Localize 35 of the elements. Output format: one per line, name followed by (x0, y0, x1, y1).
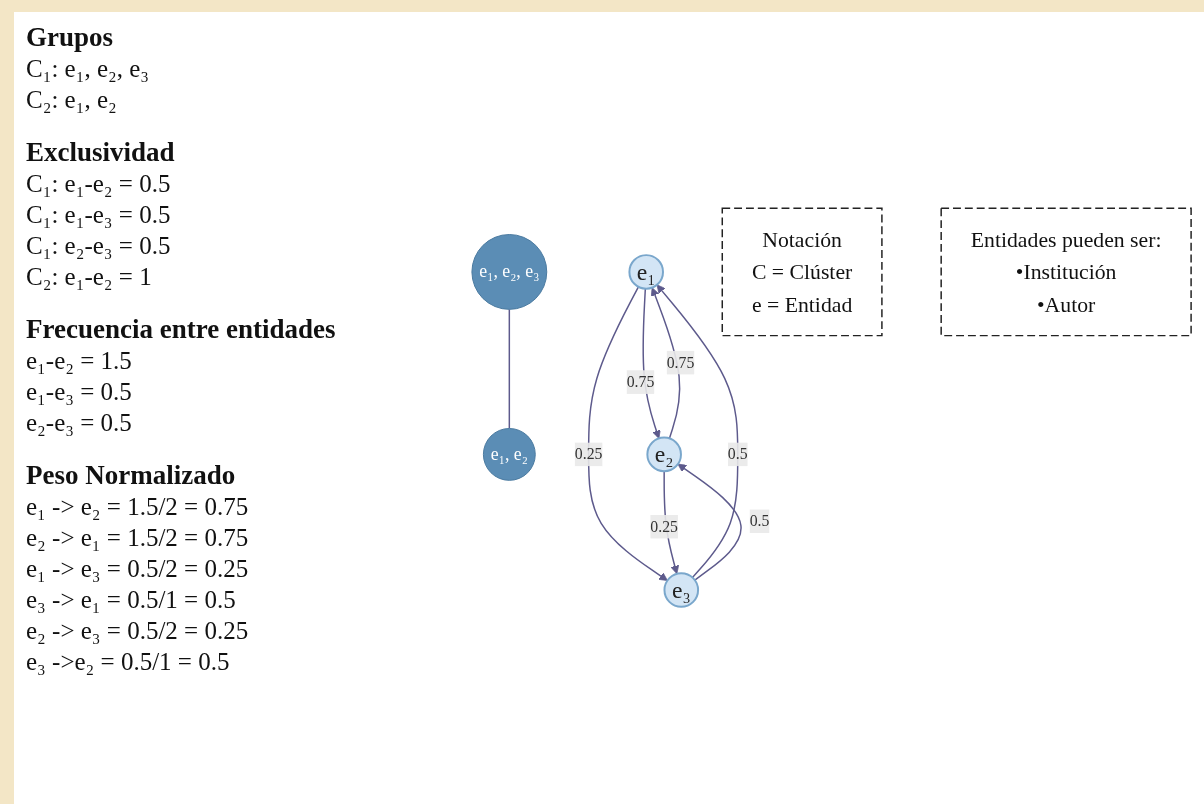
formula-text: C₂: e₁-e₂ = 1 (26, 262, 153, 292)
formula-text: e₁ -> e₃ = 0.5/2 = 0.25 (26, 554, 250, 584)
formula-text: e₂ -> e₃ = 0.5/2 = 0.25 (26, 616, 250, 646)
entity-circle: e₃ (663, 572, 700, 608)
formula-text: C₁: e₁, e₂, e₃ (26, 54, 151, 84)
formula-text: e₃ ->e₂ = 0.5/1 = 0.5 (26, 647, 231, 677)
entity-circle: e₂ (646, 436, 682, 473)
edge-label: 0.75 (626, 373, 655, 390)
note-box: Notación C = Clúster e = Entidad (721, 207, 883, 337)
formula-text: C₁: e₁-e₃ = 0.5 (26, 200, 172, 230)
formula-text: C₁: e₁-e₂ = 0.5 (26, 169, 172, 199)
section-heading: Peso Normalizado (26, 460, 237, 491)
entity-circle: e₁ (628, 254, 664, 290)
cluster-circle: e₁, e₂ (482, 427, 536, 481)
formula-text: e₃ -> e₁ = 0.5/1 = 0.5 (26, 585, 237, 615)
edge-label: 0.5 (727, 445, 748, 463)
section-heading: Frecuencia entre entidades (26, 314, 337, 345)
connector (508, 308, 511, 430)
formula-text: e₂ -> e₁ = 1.5/2 = 0.75 (26, 523, 250, 553)
formula-text: e₁-e₃ = 0.5 (26, 377, 133, 407)
formula-text: e₂-e₃ = 0.5 (26, 408, 133, 438)
formula-text: e₁ -> e₂ = 1.5/2 = 0.75 (26, 492, 250, 522)
note-box: Entidades pueden ser: •Institución •Autor (940, 207, 1192, 337)
section-heading: Grupos (26, 22, 115, 53)
formula-text: C₂: e₁, e₂ (26, 85, 118, 115)
arrow (677, 463, 742, 581)
arrow (656, 284, 739, 579)
formula-text: e₁-e₂ = 1.5 (26, 346, 133, 376)
edge-label: 0.5 (749, 512, 770, 530)
edge-label: 0.25 (574, 445, 603, 463)
cluster-circle: e₁, e₂, e₃ (471, 234, 548, 310)
edge-label: 0.25 (650, 517, 678, 535)
formula-text: C₁: e₂-e₃ = 0.5 (26, 231, 172, 261)
section-heading: Exclusividad (26, 137, 176, 168)
edge-label: 0.75 (666, 353, 695, 371)
